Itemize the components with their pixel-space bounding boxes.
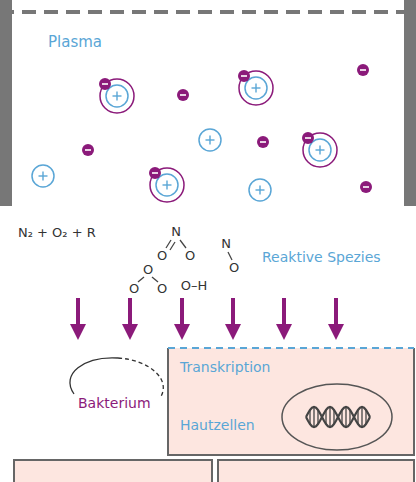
electron-sign <box>260 141 266 143</box>
electron-sign <box>85 149 91 151</box>
arrow-head <box>328 324 344 340</box>
cell-box: TranskriptionHautzellen <box>168 348 414 455</box>
ion <box>249 179 271 201</box>
electron-shell <box>100 79 134 113</box>
dna-rung <box>349 410 350 424</box>
process-label: Transkription <box>180 360 270 375</box>
electron <box>82 144 94 156</box>
bacterium-outline <box>118 358 163 398</box>
ion <box>199 129 221 151</box>
arrow-shaft <box>180 298 184 326</box>
particles <box>32 64 372 202</box>
chamber-wall <box>404 0 416 206</box>
arrow-shaft <box>231 298 235 326</box>
ion-sign <box>209 136 210 145</box>
electron-sign <box>241 75 247 77</box>
dna-rung <box>317 410 318 424</box>
dna-strand <box>306 407 370 427</box>
ion <box>309 139 331 161</box>
chamber-top <box>0 10 416 14</box>
cell-box-fill <box>168 348 414 455</box>
membrane <box>168 347 414 349</box>
electron-sign <box>180 94 186 96</box>
atom: N <box>171 225 181 239</box>
arrow-shaft <box>128 298 132 326</box>
nucleus <box>282 384 392 450</box>
dna-rung <box>329 407 330 427</box>
electron-shell <box>239 71 273 105</box>
arrow-head <box>70 324 86 340</box>
organism-label: Bakterium <box>78 396 151 411</box>
electron-sign <box>305 137 311 139</box>
ion-sign <box>259 186 260 195</box>
ion-sign <box>166 181 167 190</box>
bonds <box>138 240 232 282</box>
tissue-block <box>14 460 212 482</box>
dna-rung <box>309 410 310 424</box>
electron <box>177 89 189 101</box>
dna-symbol <box>306 407 370 427</box>
electron-sign <box>152 172 158 174</box>
bacterium-outline <box>70 358 118 394</box>
atom: N <box>221 237 231 251</box>
dna-rung <box>313 407 314 427</box>
ion <box>106 85 128 107</box>
dna-rung <box>333 410 334 424</box>
ion <box>245 77 267 99</box>
ion <box>156 174 178 196</box>
down-arrows <box>70 298 344 340</box>
atom: O <box>143 263 153 277</box>
ion <box>32 165 54 187</box>
ion-sign <box>255 84 256 93</box>
atom: O <box>229 261 239 275</box>
arrow-head <box>122 324 138 340</box>
electron <box>238 70 250 82</box>
electron-shell <box>150 168 184 202</box>
atom: O <box>157 249 167 263</box>
electron-sign <box>102 83 108 85</box>
chamber-wall <box>0 0 12 206</box>
electron <box>302 132 314 144</box>
molecule: O–H <box>181 279 208 293</box>
dna-rung <box>361 407 362 427</box>
electron <box>257 136 269 148</box>
dna-rung <box>345 407 346 427</box>
electron <box>99 78 111 90</box>
electron <box>149 167 161 179</box>
tissue-block <box>218 460 414 482</box>
cell-label: Hautzellen <box>180 418 255 433</box>
arrow-shaft <box>334 298 338 326</box>
ion-sign <box>116 92 117 101</box>
arrow-head <box>276 324 292 340</box>
electron <box>360 181 372 193</box>
dna-rung <box>325 410 326 424</box>
arrow-head <box>225 324 241 340</box>
formula: N₂ + O₂ + R <box>18 226 96 240</box>
electron-sign <box>363 186 369 188</box>
ion-sign <box>42 172 43 181</box>
arrow-shaft <box>282 298 286 326</box>
electron-shell <box>303 133 337 167</box>
dna-rung <box>357 410 358 424</box>
electron <box>357 64 369 76</box>
atom: O <box>157 282 167 296</box>
arrow-head <box>174 324 190 340</box>
arrow-shaft <box>76 298 80 326</box>
group-label: Reaktive Spezies <box>262 250 381 265</box>
region-label: Plasma <box>48 34 102 51</box>
dna-rung <box>365 410 366 424</box>
atom: O <box>129 282 139 296</box>
dna-strand <box>306 407 370 427</box>
ion-sign <box>319 146 320 155</box>
dna-rung <box>341 410 342 424</box>
electron-sign <box>360 69 366 71</box>
atom: O <box>185 249 195 263</box>
cell-box-border <box>168 348 414 455</box>
